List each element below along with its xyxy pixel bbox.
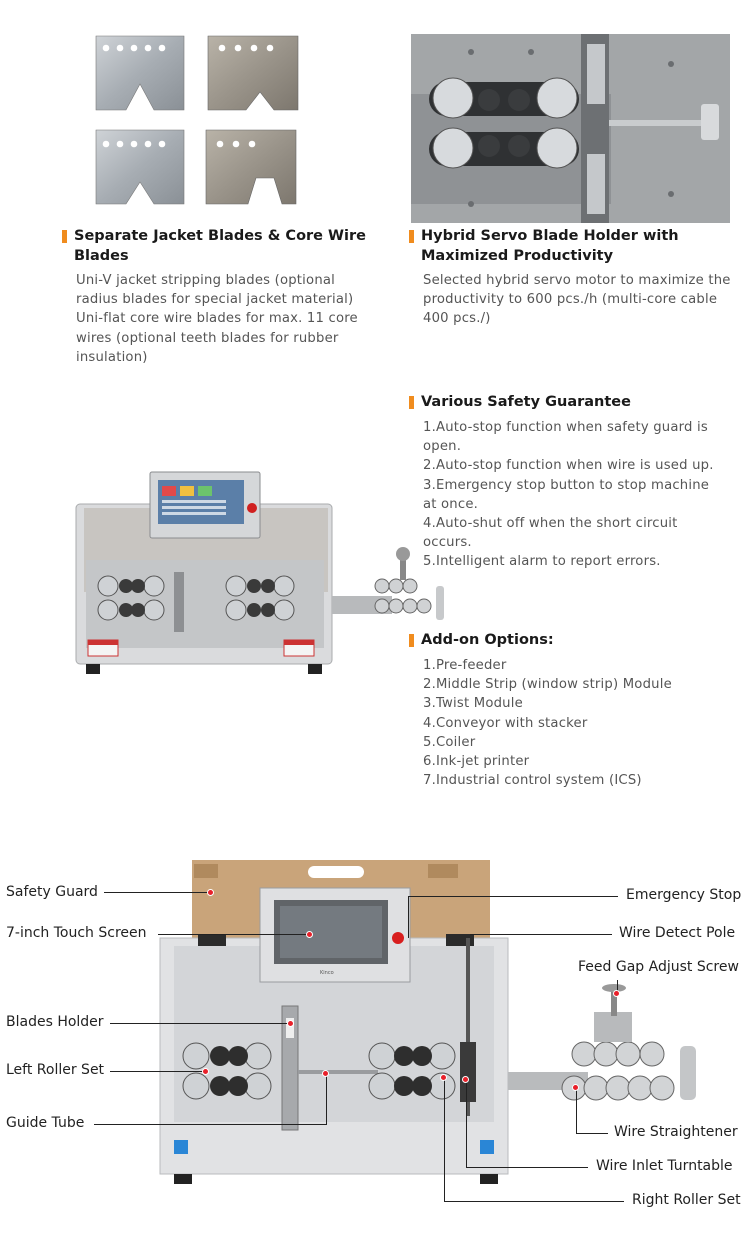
- description-line: 400 pcs./): [423, 311, 491, 327]
- pointer-line: [576, 1133, 608, 1134]
- description-line: productivity to 600 pcs./h (multi-core c…: [423, 292, 718, 308]
- feature-title: Add-on Options:: [409, 630, 747, 650]
- description-line: 7.Industrial control system (ICS): [423, 773, 642, 789]
- feature-title: Hybrid Servo Blade Holder with Maximized…: [409, 226, 747, 266]
- pointer-line: [470, 934, 612, 935]
- feature-title-line: Blades: [74, 248, 129, 264]
- pointer-line: [408, 896, 618, 897]
- accent-bar: [62, 230, 67, 243]
- feature-description: Selected hybrid servo motor to maximize …: [423, 271, 747, 329]
- description-line: 1.Auto-stop function when safety guard i…: [423, 420, 708, 435]
- feature-add-on-options: Add-on Options: 1.Pre-feeder 2.Middle St…: [409, 630, 747, 790]
- description-line: 3.Twist Module: [423, 696, 523, 712]
- pointer-line: [110, 1023, 290, 1024]
- pointer-line: [110, 1071, 206, 1072]
- label-right-roller-set: Right Roller Set: [632, 1192, 741, 1208]
- pointer-line: [94, 1124, 326, 1125]
- accent-bar: [409, 396, 414, 409]
- pointer-line: [444, 1078, 445, 1202]
- label-feed-gap-adjust-screw: Feed Gap Adjust Screw: [578, 959, 739, 975]
- description-line: open.: [423, 439, 462, 455]
- description-line: at once.: [423, 496, 479, 512]
- pointer-line: [326, 1074, 327, 1125]
- description-line: 6.Ink-jet printer: [423, 754, 530, 770]
- servo-blade-holder-photo: [411, 34, 730, 223]
- accent-bar: [409, 634, 414, 647]
- feature-jacket-blades: Separate Jacket Blades & Core Wire Blade…: [62, 226, 382, 367]
- feature-title-line: Separate Jacket Blades & Core Wire: [74, 228, 367, 244]
- label-blades-holder: Blades Holder: [6, 1014, 104, 1030]
- description-line: Selected hybrid servo motor to maximize …: [423, 273, 731, 288]
- description-line: 2.Middle Strip (window strip) Module: [423, 677, 672, 693]
- pointer-line: [617, 980, 618, 996]
- description-line: 4.Conveyor with stacker: [423, 715, 588, 731]
- pointer-dot: [440, 1074, 447, 1081]
- description-line: radius blades for special jacket materia…: [76, 292, 354, 308]
- description-line: 4.Auto-shut off when the short circuit: [423, 516, 678, 532]
- label-safety-guard: Safety Guard: [6, 884, 98, 900]
- label-wire-detect-pole: Wire Detect Pole: [619, 925, 736, 941]
- pointer-dot: [462, 1076, 469, 1083]
- label-wire-straightener: Wire Straightener: [614, 1124, 738, 1140]
- pointer-dot: [322, 1070, 329, 1077]
- description-line: 5.Intelligent alarm to report errors.: [423, 554, 661, 570]
- pointer-dot: [572, 1084, 579, 1091]
- label-left-roller-set: Left Roller Set: [6, 1062, 105, 1078]
- pointer-line: [444, 1201, 624, 1202]
- label-touch-screen: 7-inch Touch Screen: [6, 925, 147, 941]
- label-emergency-stop: Emergency Stop: [626, 887, 742, 903]
- screen-brand-text: Kinco: [320, 970, 334, 976]
- pointer-line: [104, 892, 210, 893]
- description-line: 3.Emergency stop button to stop machine: [423, 477, 710, 493]
- pointer-dot: [306, 931, 313, 938]
- feature-title: Various Safety Guarantee: [409, 392, 747, 412]
- description-line: Uni-flat core wire blades for max. 11 co…: [76, 311, 358, 327]
- feature-title-line: Hybrid Servo Blade Holder with: [421, 228, 679, 244]
- pointer-line: [158, 934, 310, 935]
- description-line: 1.Pre-feeder: [423, 658, 507, 673]
- pointer-line: [576, 1088, 577, 1134]
- pointer-line: [408, 896, 409, 938]
- feature-title-line: Maximized Productivity: [421, 248, 614, 264]
- machine-photo: [70, 468, 472, 682]
- pointer-dot: [207, 889, 214, 896]
- blades-photo: [88, 32, 308, 212]
- feature-title: Separate Jacket Blades & Core Wire Blade…: [62, 226, 382, 266]
- pointer-line: [466, 1167, 588, 1168]
- feature-servo-blade-holder: Hybrid Servo Blade Holder with Maximized…: [409, 226, 747, 329]
- pointer-line: [466, 1080, 467, 1168]
- label-guide-tube: Guide Tube: [6, 1115, 85, 1131]
- description-line: occurs.: [423, 535, 472, 551]
- pointer-dot: [613, 990, 620, 997]
- pointer-dot: [202, 1068, 209, 1075]
- description-line: 2.Auto-stop function when wire is used u…: [423, 458, 714, 474]
- label-wire-inlet-turntable: Wire Inlet Turntable: [596, 1158, 733, 1174]
- labeled-machine-diagram: Kinco: [150, 856, 720, 1186]
- description-line: Uni-V jacket stripping blades (optional: [76, 273, 336, 288]
- description-line: wires (optional teeth blades for rubber: [76, 330, 339, 346]
- feature-safety-guarantee: Various Safety Guarantee 1.Auto-stop fun…: [409, 392, 747, 572]
- pointer-dot: [287, 1020, 294, 1027]
- accent-bar: [409, 230, 414, 243]
- description-line: insulation): [76, 349, 148, 365]
- description-line: 5.Coiler: [423, 734, 476, 750]
- feature-description: Uni-V jacket stripping blades (optional …: [76, 271, 382, 367]
- feature-description: 1.Auto-stop function when safety guard i…: [423, 418, 747, 572]
- feature-title-line: Add-on Options:: [421, 632, 554, 648]
- feature-description: 1.Pre-feeder 2.Middle Strip (window stri…: [423, 656, 747, 790]
- feature-title-line: Various Safety Guarantee: [421, 394, 631, 410]
